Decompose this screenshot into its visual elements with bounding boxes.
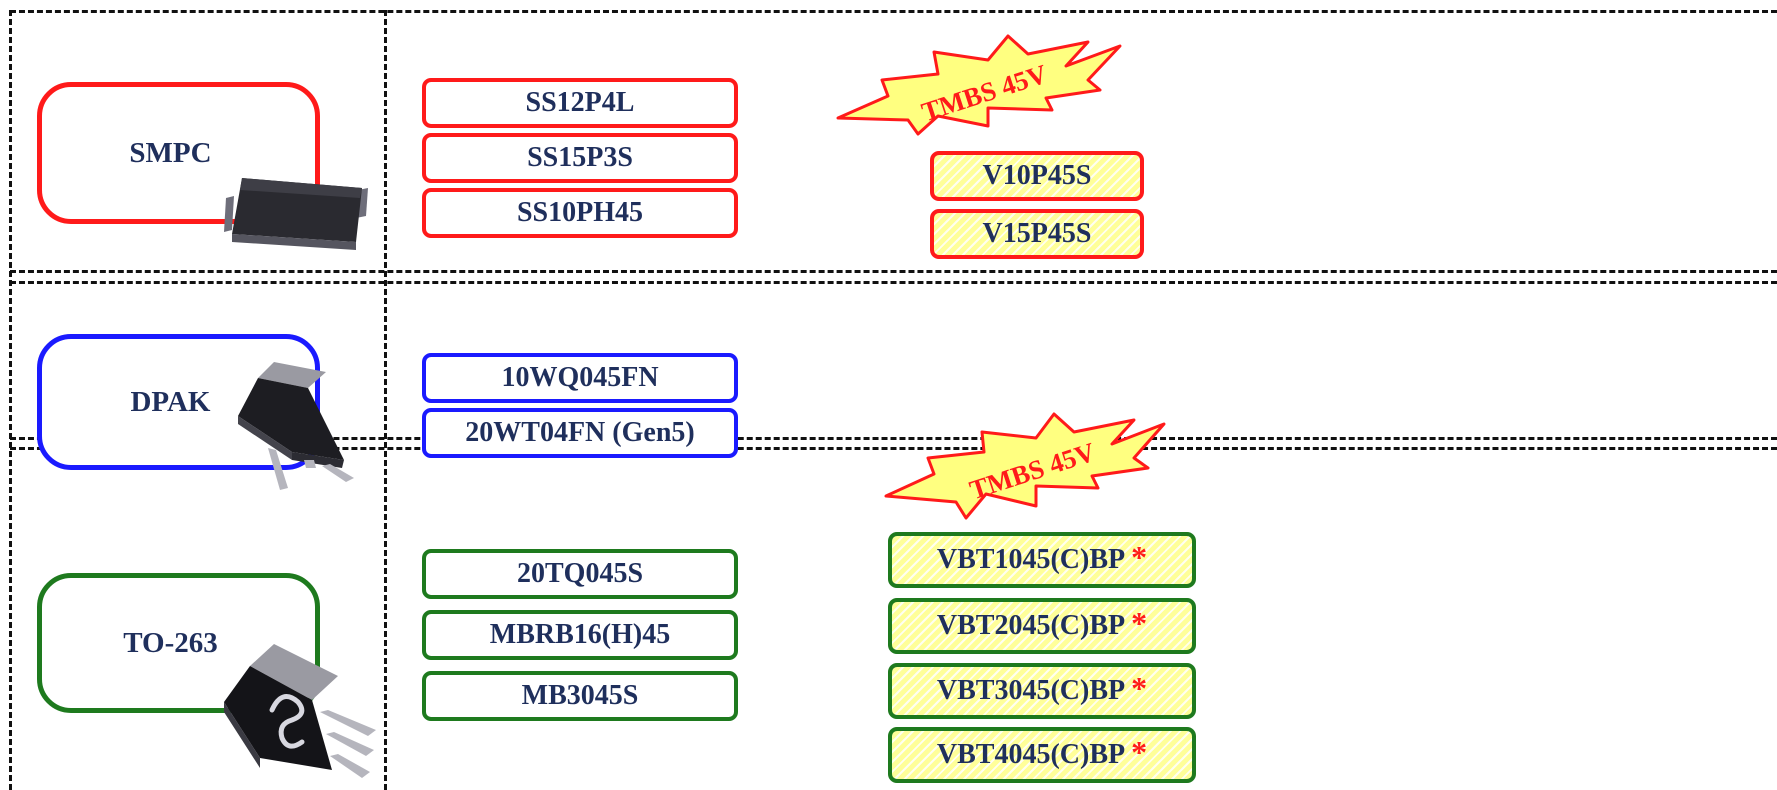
dashed-divider bbox=[10, 270, 1777, 273]
part-vbt4045cbp: VBT4045(C)BP* bbox=[888, 727, 1196, 783]
smpc-chip-image bbox=[224, 178, 368, 250]
part-mb3045s: MB3045S bbox=[422, 671, 738, 721]
part-v15p45s: V15P45S bbox=[930, 209, 1144, 259]
part-ss10ph45: SS10PH45 bbox=[422, 188, 738, 238]
part-vbt3045cbp: VBT3045(C)BP* bbox=[888, 663, 1196, 719]
dashed-divider bbox=[9, 10, 12, 790]
part-v10p45s: V10P45S bbox=[930, 151, 1144, 201]
package-label: DPAK bbox=[130, 385, 211, 418]
part-vbt2045cbp: VBT2045(C)BP* bbox=[888, 598, 1196, 654]
dashed-divider bbox=[10, 437, 1777, 440]
asterisk-mark: * bbox=[1131, 669, 1148, 706]
part-20tq045s: 20TQ045S bbox=[422, 549, 738, 599]
tmbs-burst-badge: TMBS 45V bbox=[884, 412, 1166, 520]
part-mbrb16h45: MBRB16(H)45 bbox=[422, 610, 738, 660]
dpak-chip-image bbox=[238, 362, 354, 490]
part-vbt1045cbp: VBT1045(C)BP* bbox=[888, 532, 1196, 588]
to263-chip-image bbox=[224, 644, 376, 778]
dashed-divider bbox=[384, 10, 387, 790]
asterisk-mark: * bbox=[1131, 604, 1148, 641]
tmbs-burst-badge: TMBS 45V bbox=[836, 34, 1122, 136]
dashed-divider bbox=[10, 447, 1777, 450]
part-10wq045fn: 10WQ045FN bbox=[422, 353, 738, 403]
dashed-divider bbox=[10, 10, 1777, 13]
asterisk-mark: * bbox=[1131, 733, 1148, 770]
part-20wt04fn-gen5: 20WT04FN (Gen5) bbox=[422, 408, 738, 458]
asterisk-mark: * bbox=[1131, 538, 1148, 575]
package-label: SMPC bbox=[129, 136, 212, 169]
part-ss15p3s: SS15P3S bbox=[422, 133, 738, 183]
dashed-divider bbox=[10, 281, 1777, 284]
part-ss12p4l: SS12P4L bbox=[422, 78, 738, 128]
package-label: TO-263 bbox=[123, 626, 218, 659]
